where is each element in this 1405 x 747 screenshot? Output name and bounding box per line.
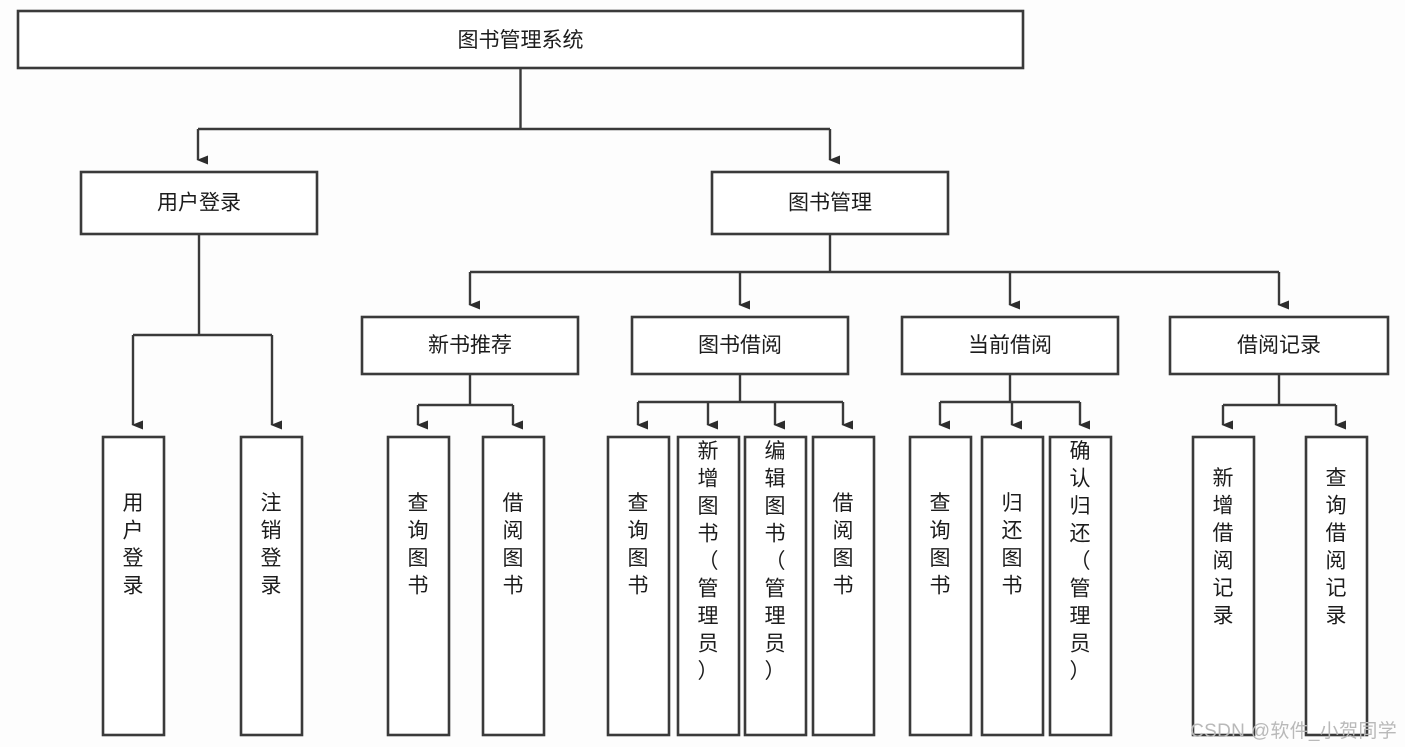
node-book-borrow[interactable]: 图书借阅	[630, 315, 850, 376]
leaf-node-query-book-borrow[interactable]: 查询图书	[606, 435, 671, 737]
node-book-borrow-label: 图书借阅	[698, 334, 782, 357]
node-book-management-label: 图书管理	[788, 192, 872, 215]
edge-group-user-login	[131, 234, 283, 430]
leaf-node-borrow-book[interactable]: 借阅图书	[811, 435, 876, 737]
leaf-add-borrow-record-label: 新增借阅记录	[1213, 467, 1234, 628]
leaf-borrow-book-label: 借阅图书	[833, 492, 854, 598]
leaf-add-borrow-record-box[interactable]	[1191, 435, 1256, 737]
leaf-logout-login-box[interactable]	[239, 435, 304, 737]
node-book-management-box[interactable]	[710, 170, 950, 236]
leaf-edit-book-admin-label: 编辑图书（管理员）	[765, 440, 786, 683]
node-new-book-recommend-box[interactable]	[360, 315, 580, 376]
leaf-borrow-book-recommend-box[interactable]	[481, 435, 546, 737]
node-root-label: 图书管理系统	[458, 29, 584, 52]
leaf-node-return-book[interactable]: 归还图书	[980, 435, 1045, 737]
node-root[interactable]: 图书管理系统	[16, 9, 1025, 70]
leaf-node-query-book-current[interactable]: 查询图书	[908, 435, 973, 737]
leaf-query-borrow-record-box[interactable]	[1304, 435, 1369, 737]
node-current-borrow-box[interactable]	[900, 315, 1120, 376]
leaf-user-login-box[interactable]	[101, 435, 166, 737]
leaf-edit-book-admin-box[interactable]	[743, 435, 808, 737]
leaf-borrow-book-recommend-label: 借阅图书	[503, 492, 524, 598]
leaf-confirm-return-admin-label: 确认归还（管理员）	[1070, 440, 1091, 683]
edge-group-borrow-record	[1221, 374, 1347, 430]
edge-group-book-borrow	[636, 374, 854, 430]
node-user-login-label: 用户登录	[157, 192, 241, 215]
leaf-return-book-box[interactable]	[980, 435, 1045, 737]
leaf-query-book-recommend-box[interactable]	[386, 435, 451, 737]
node-current-borrow-label: 当前借阅	[968, 334, 1052, 357]
leaf-return-book-label: 归还图书	[1002, 492, 1023, 598]
node-user-login[interactable]: 用户登录	[79, 170, 319, 236]
node-borrow-record[interactable]: 借阅记录	[1168, 315, 1390, 376]
edge-group-current-borrow	[938, 374, 1091, 430]
leaf-node-add-book-admin[interactable]: 新增图书（管理员）	[676, 435, 741, 737]
node-current-borrow[interactable]: 当前借阅	[900, 315, 1120, 376]
leaf-user-login-label: 用户登录	[123, 492, 144, 598]
node-book-management[interactable]: 图书管理	[710, 170, 950, 236]
leaf-query-book-current-label: 查询图书	[930, 492, 951, 598]
node-borrow-record-box[interactable]	[1168, 315, 1390, 376]
node-borrow-record-label: 借阅记录	[1237, 334, 1321, 357]
leaf-query-book-current-box[interactable]	[908, 435, 973, 737]
leaf-node-borrow-book-recommend[interactable]: 借阅图书	[481, 435, 546, 737]
leaf-query-book-borrow-box[interactable]	[606, 435, 671, 737]
leaf-node-query-book-recommend[interactable]: 查询图书	[386, 435, 451, 737]
leaf-node-edit-book-admin[interactable]: 编辑图书（管理员）	[743, 435, 808, 737]
edge-group-book-management	[468, 234, 1290, 310]
leaf-query-book-recommend-label: 查询图书	[408, 492, 429, 598]
edge-group-root	[196, 68, 841, 165]
node-root-box[interactable]	[16, 9, 1025, 70]
node-book-borrow-box[interactable]	[630, 315, 850, 376]
node-user-login-box[interactable]	[79, 170, 319, 236]
node-new-book-recommend[interactable]: 新书推荐	[360, 315, 580, 376]
leaf-node-add-borrow-record[interactable]: 新增借阅记录	[1191, 435, 1256, 737]
csdn-watermark: CSDN @软件_小贺同学	[1190, 721, 1397, 742]
leaf-add-book-admin-label: 新增图书（管理员）	[698, 440, 719, 683]
leaf-node-user-login[interactable]: 用户登录	[101, 435, 166, 737]
leaf-confirm-return-admin-box[interactable]	[1048, 435, 1113, 737]
leaf-node-query-borrow-record[interactable]: 查询借阅记录	[1304, 435, 1369, 737]
edge-group-new-book-recommend	[416, 374, 524, 430]
leaf-borrow-book-box[interactable]	[811, 435, 876, 737]
leaf-node-confirm-return-admin[interactable]: 确认归还（管理员）	[1048, 435, 1113, 737]
leaf-node-logout-login[interactable]: 注销登录	[239, 435, 304, 737]
leaf-query-book-borrow-label: 查询图书	[628, 492, 649, 598]
node-new-book-recommend-label: 新书推荐	[428, 334, 512, 357]
leaf-add-book-admin-box[interactable]	[676, 435, 741, 737]
leaf-query-borrow-record-label: 查询借阅记录	[1326, 467, 1347, 628]
leaf-logout-login-label: 注销登录	[261, 492, 282, 598]
